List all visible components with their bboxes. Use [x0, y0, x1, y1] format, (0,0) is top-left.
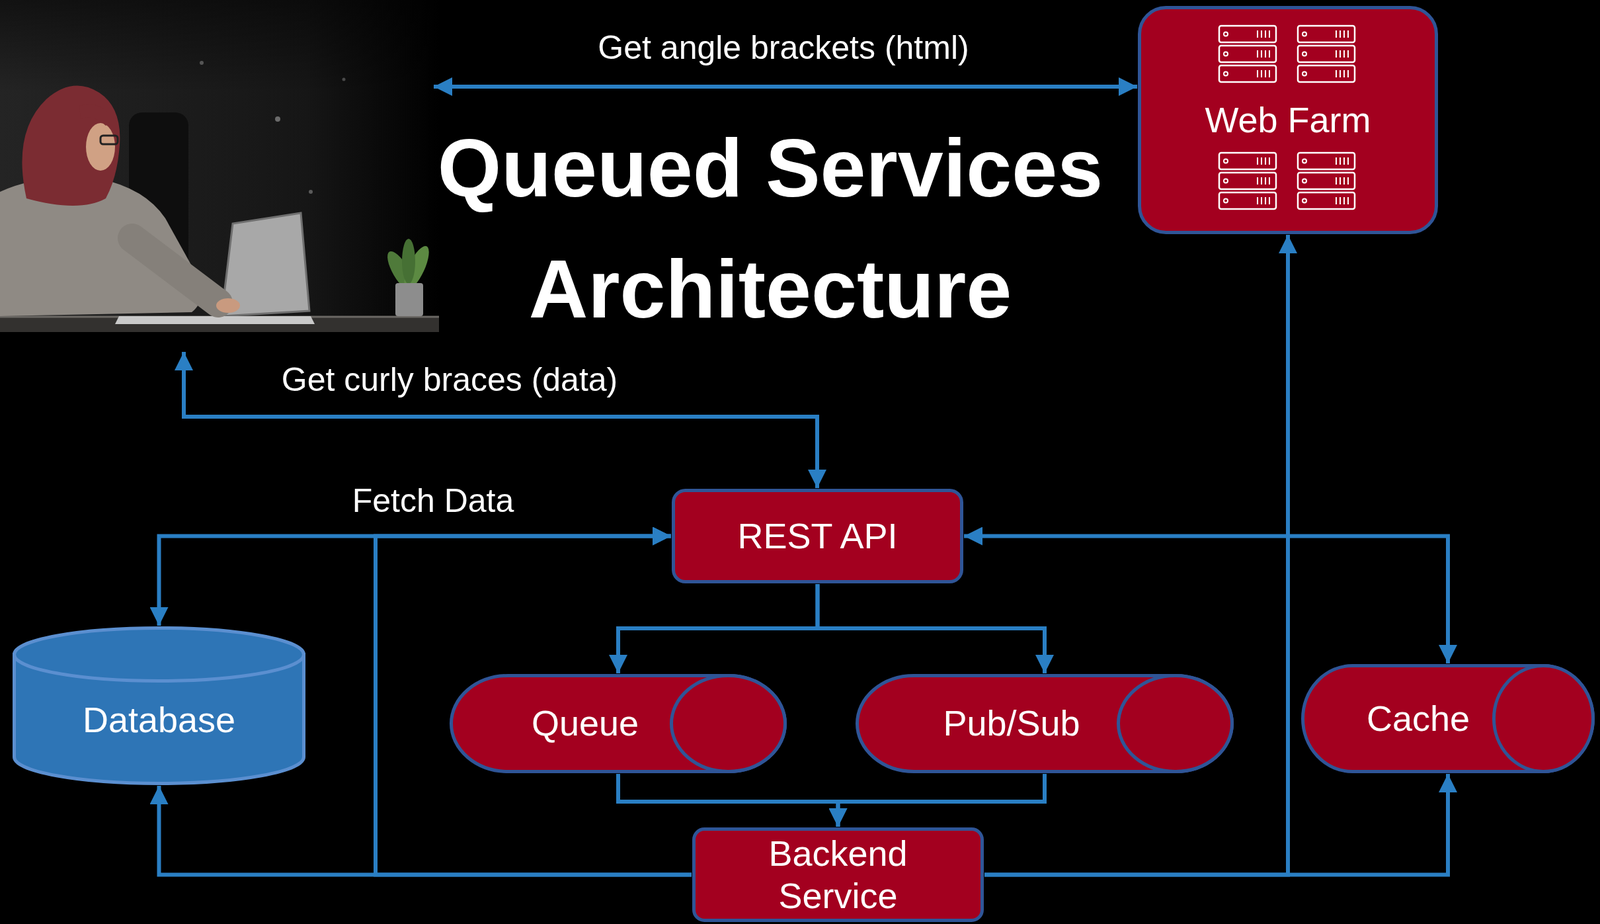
node-label: REST API [737, 515, 898, 558]
node-label: Web Farm [1204, 99, 1371, 142]
api-box: REST API [671, 487, 964, 584]
connector [618, 583, 818, 674]
node-label: Backend Service [732, 832, 945, 917]
database-cylinder: Database [11, 625, 307, 786]
connector [159, 536, 672, 627]
cache-cylinder: Cache [1300, 663, 1596, 774]
node-label: Pub/Sub [942, 702, 1080, 745]
node-text-group: Database [82, 698, 236, 742]
connector [817, 583, 1046, 674]
node-label: Cache [1366, 697, 1470, 740]
connector [838, 773, 1046, 827]
node-text-group: Backend Service [732, 832, 945, 917]
node-label: Database [82, 698, 236, 742]
node-text-group: Pub/Sub [942, 702, 1080, 745]
pubsub-cylinder: Pub/Sub [854, 673, 1235, 774]
node-label: Queue [531, 702, 639, 745]
diagram-title: Queued Services Architecture [409, 107, 1131, 350]
connector [984, 234, 1288, 875]
flow-label: Get angle brackets (html) [593, 27, 973, 68]
queue-cylinder: Queue [448, 673, 788, 774]
service-box: Backend Service [691, 826, 985, 923]
connector [159, 785, 693, 875]
connector [963, 536, 1448, 664]
node-text-group: Web Farm [1204, 99, 1371, 142]
node-text-group: Cache [1366, 697, 1470, 740]
node-text-group: Queue [531, 702, 639, 745]
connector [984, 773, 1448, 875]
node-text-group: REST API [737, 515, 898, 558]
connector [618, 773, 839, 827]
edge-label: Fetch Data [348, 480, 519, 521]
flow-label: Get curly braces (data) [277, 359, 623, 400]
html-arrow [433, 84, 1138, 89]
data-arrow [183, 351, 818, 488]
web-farm-box: Web Farm [1137, 5, 1439, 235]
